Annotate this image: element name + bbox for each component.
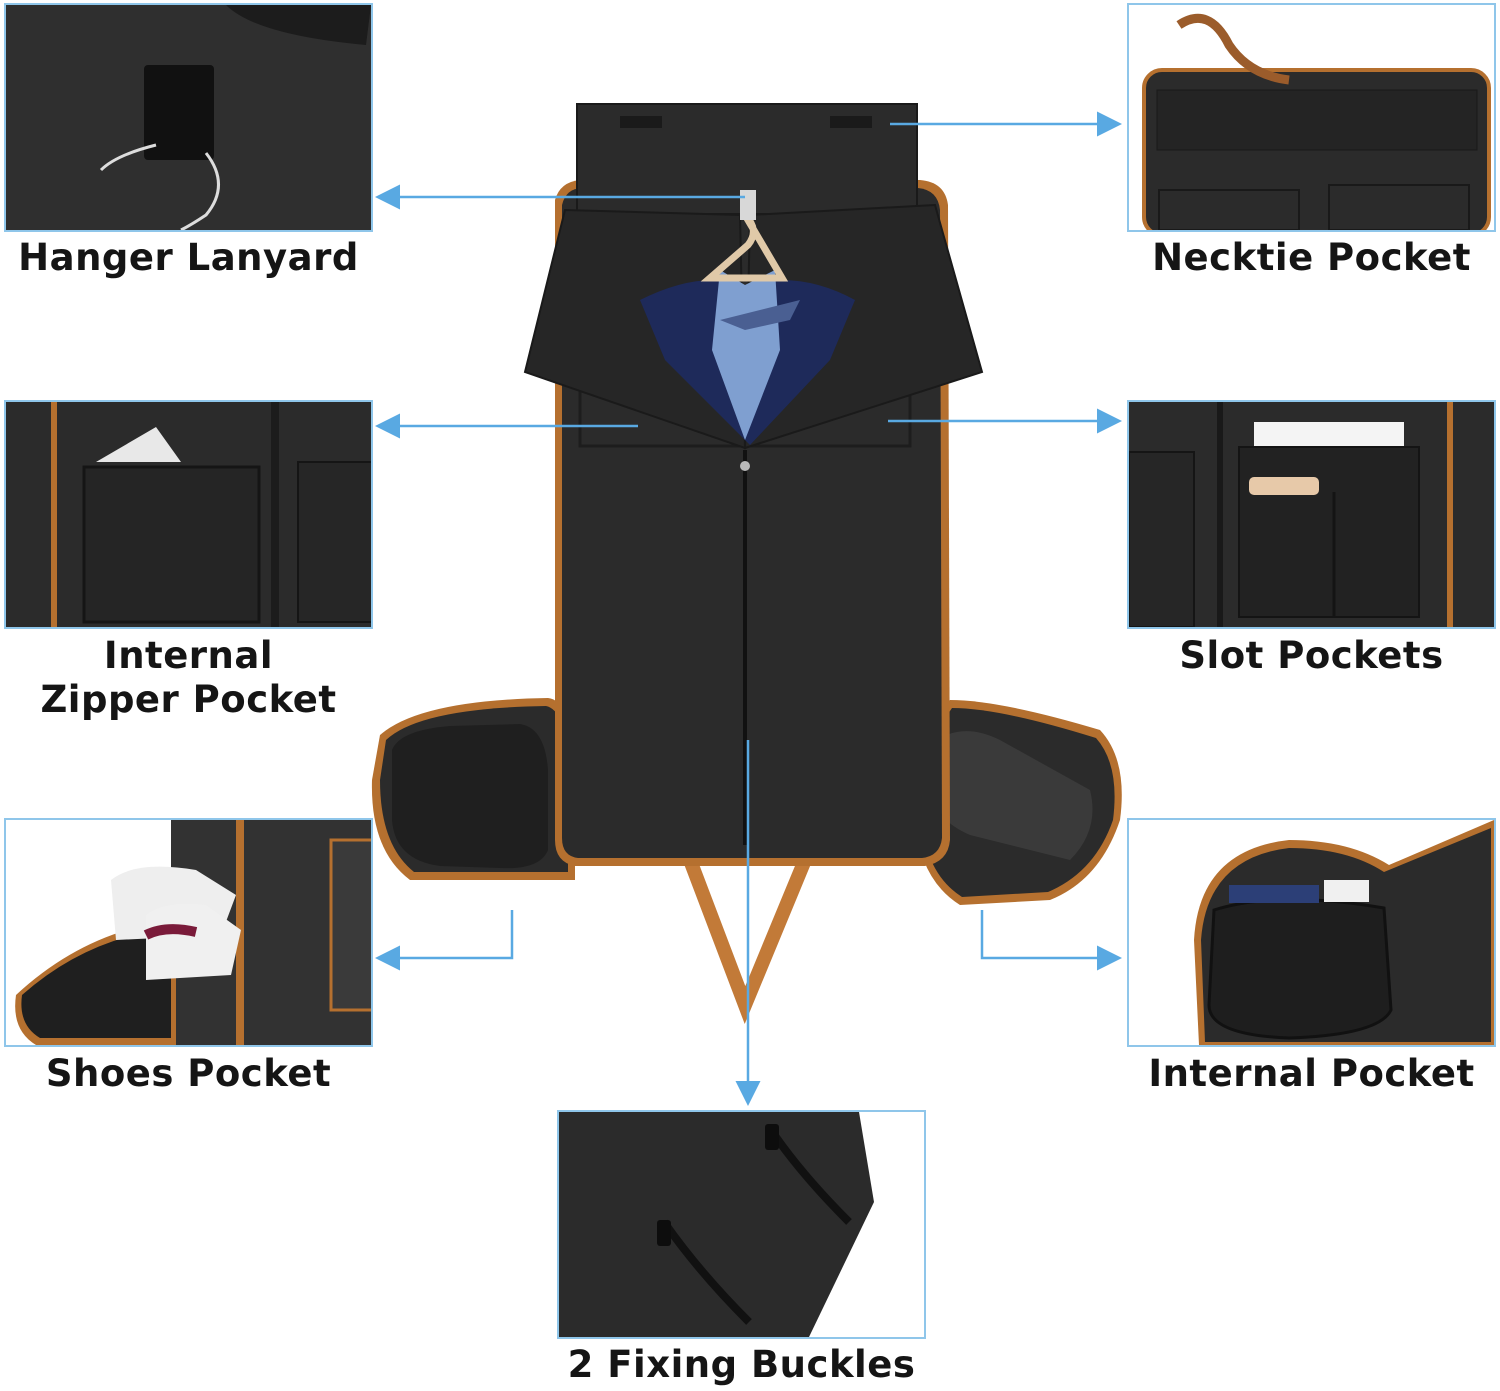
panel-shoes-pocket xyxy=(4,818,373,1047)
label-fixing-buckles: 2 Fixing Buckles xyxy=(567,1343,916,1386)
label-necktie-pocket: Necktie Pocket xyxy=(1152,236,1471,279)
right-mesh-pocket xyxy=(930,731,1093,860)
panel-internal-zipper-pocket xyxy=(4,400,373,629)
label-internal-pocket: Internal Pocket xyxy=(1148,1052,1475,1095)
label-internal-zipper-pocket: Internal Zipper Pocket xyxy=(4,634,373,722)
panel-fixing-buckles xyxy=(557,1110,926,1339)
panel-slot-pockets xyxy=(1127,400,1496,629)
hanger-clip xyxy=(740,190,756,220)
label-internal-zipper-pocket-line2: Zipper Pocket xyxy=(40,678,337,721)
label-internal-zipper-pocket-line1: Internal xyxy=(103,634,274,677)
label-shoes-pocket: Shoes Pocket xyxy=(45,1052,332,1095)
panel-hanger-lanyard xyxy=(4,3,373,232)
velcro-left xyxy=(620,116,662,128)
left-shoe-pocket xyxy=(392,724,548,869)
scarf xyxy=(720,300,800,330)
strap xyxy=(683,857,812,1024)
label-slot-pockets: Slot Pockets xyxy=(1179,634,1444,677)
zipper-pull-icon xyxy=(740,461,750,471)
velcro-right xyxy=(830,116,872,128)
panel-internal-pocket xyxy=(1127,818,1496,1047)
label-hanger-lanyard: Hanger Lanyard xyxy=(18,236,359,279)
panel-necktie-pocket xyxy=(1127,3,1496,232)
